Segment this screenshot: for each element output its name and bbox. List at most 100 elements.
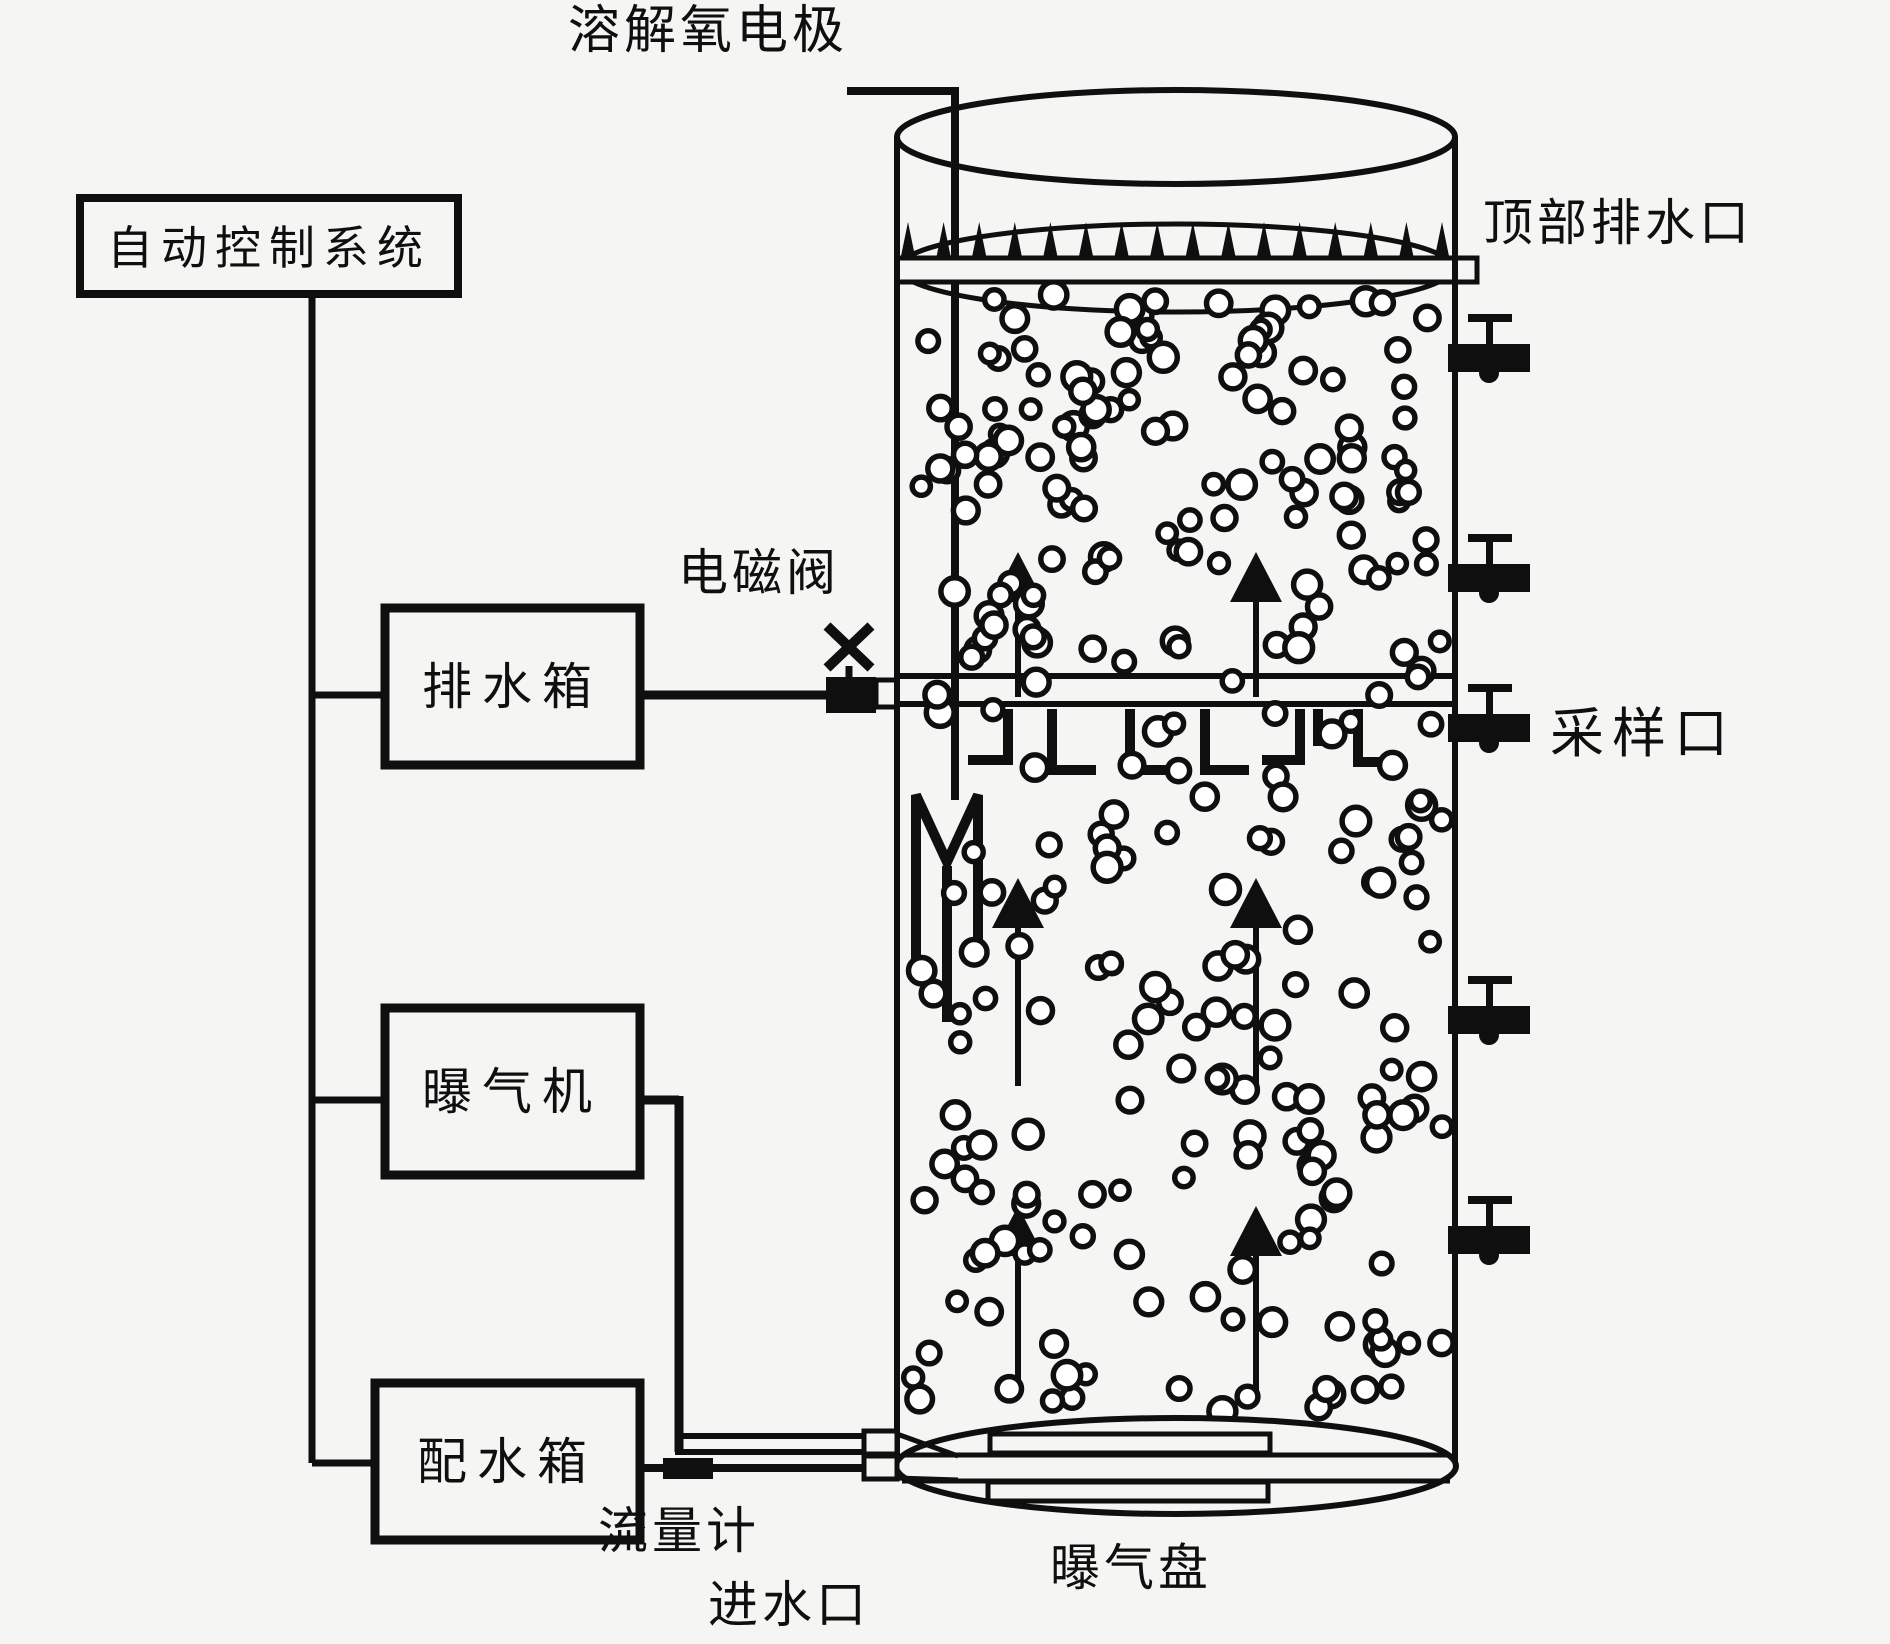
bubble-icon (1227, 1254, 1259, 1285)
bubble-icon (1218, 362, 1248, 392)
valve-nub (1479, 733, 1499, 753)
bubble-icon (1278, 465, 1306, 493)
bubble-icon (1368, 1250, 1395, 1277)
bubble-icon (994, 1373, 1025, 1404)
valve-handle (1468, 314, 1512, 322)
bubble-icon (1181, 1012, 1211, 1042)
bubble-icon (1052, 414, 1077, 439)
top-drain-label: 顶部排水口 (1483, 194, 1753, 252)
bubble-icon (1161, 711, 1187, 736)
wall-valve-icon (1448, 1196, 1530, 1265)
bubble-icon (1404, 663, 1432, 691)
bubble-icon (1293, 1083, 1325, 1115)
distribution-tank-label: 配水箱 (417, 1433, 597, 1491)
bubble-icon (1111, 648, 1138, 675)
bubble-icon (950, 440, 980, 470)
bubble-icon (1110, 356, 1143, 389)
bubble-icon (1201, 471, 1227, 497)
bubble-icon (1146, 340, 1181, 375)
bubble-icon (948, 1001, 972, 1026)
spike-icon (900, 222, 916, 261)
bubble-icon (1328, 837, 1355, 865)
tank-rim-ellipse (894, 87, 1458, 187)
right-wall-valves (1448, 314, 1530, 1265)
bubble-icon (1363, 866, 1397, 899)
water-inlet-label: 进水口 (708, 1576, 870, 1634)
bubble-icon (1069, 494, 1099, 523)
auto-control-label: 自动控制系统 (107, 221, 431, 275)
bubble-icon (1220, 939, 1251, 970)
bubble-icon (1396, 1330, 1422, 1356)
bubble-icon (1234, 1383, 1261, 1410)
bubble-icon (1384, 335, 1412, 364)
valve-handle (1468, 1196, 1512, 1204)
bubble-icon (939, 1099, 972, 1131)
bubble-icon (905, 954, 938, 987)
bubble-icon (1165, 1374, 1193, 1403)
bubble-icon (1068, 376, 1098, 407)
bubble-icon (1385, 551, 1410, 576)
bubble-icon (1304, 443, 1337, 475)
bubble-icon (1246, 825, 1274, 852)
bubble-icon (1378, 1373, 1405, 1400)
bubble-icon (1039, 1388, 1066, 1414)
bubble-icon (1113, 1029, 1144, 1061)
distribution-tank-box (370, 1378, 645, 1545)
valve-nub (1479, 1025, 1499, 1045)
bubble-icon (1290, 568, 1324, 601)
spike-icon (1006, 222, 1023, 261)
bubble-icon (1389, 637, 1419, 668)
aerator-box (380, 1003, 645, 1180)
drain-tank-box (380, 603, 645, 770)
aeration-disc-lower (985, 1479, 1271, 1504)
flow-meter-icon (663, 1458, 713, 1479)
bubble-icon (979, 610, 1009, 640)
carrier-hook (1047, 709, 1096, 775)
bubble-icon (1376, 749, 1409, 781)
bubble-icon (1403, 884, 1430, 911)
bubble-icon (1350, 1374, 1381, 1405)
bubble-icon (1319, 366, 1346, 393)
wall-valve-icon (1448, 314, 1530, 383)
bubble-icon (1365, 680, 1394, 710)
bubble-icon (1282, 914, 1314, 946)
surface-spikes (900, 222, 1450, 261)
bubble-icon (910, 1186, 939, 1215)
top-drain-pipe (894, 255, 1480, 285)
bubble-icon (1139, 970, 1172, 1004)
bubble-icon (1140, 416, 1171, 446)
valve-stem (1486, 1202, 1493, 1228)
up-arrow-icon (1230, 552, 1282, 697)
bubble-icon (1203, 288, 1234, 319)
bubble-icon (1281, 970, 1310, 999)
bubble-icon (1078, 1179, 1107, 1209)
bubble-icon (1394, 478, 1423, 506)
bubble-icon (965, 1129, 998, 1161)
bubble-icon (1069, 1222, 1097, 1250)
aerator-label: 曝气机 (422, 1063, 602, 1121)
bubble-icon (1176, 507, 1203, 534)
bubble-icon (1019, 623, 1047, 651)
bubble-icon (1189, 1280, 1222, 1313)
bubble-icon (982, 396, 1008, 422)
do-electrode-label: 溶解氧电极 (568, 1, 848, 61)
bubble-icon (1394, 822, 1423, 851)
valve-stem (1486, 540, 1493, 566)
inlet-connector-lower (861, 1453, 900, 1482)
bubble-icon (1141, 287, 1170, 316)
bubble-icon (925, 453, 956, 484)
bubble-icon (940, 879, 968, 907)
bubble-icon (999, 303, 1031, 335)
aeration-disc-label: 曝气盘 (1050, 1539, 1212, 1597)
bubble-icon (1398, 849, 1425, 876)
auto-control-box (76, 194, 462, 298)
bubble-icon (1020, 666, 1052, 698)
bubble-icon (1233, 1140, 1264, 1170)
sampling-port-label: 采样口 (1550, 702, 1736, 765)
bubble-icon (1339, 804, 1373, 838)
carrier-hook (968, 709, 1013, 765)
bubble-icon (1042, 1209, 1067, 1234)
bubble-icon (973, 469, 1003, 499)
spike-icon (1220, 222, 1237, 261)
